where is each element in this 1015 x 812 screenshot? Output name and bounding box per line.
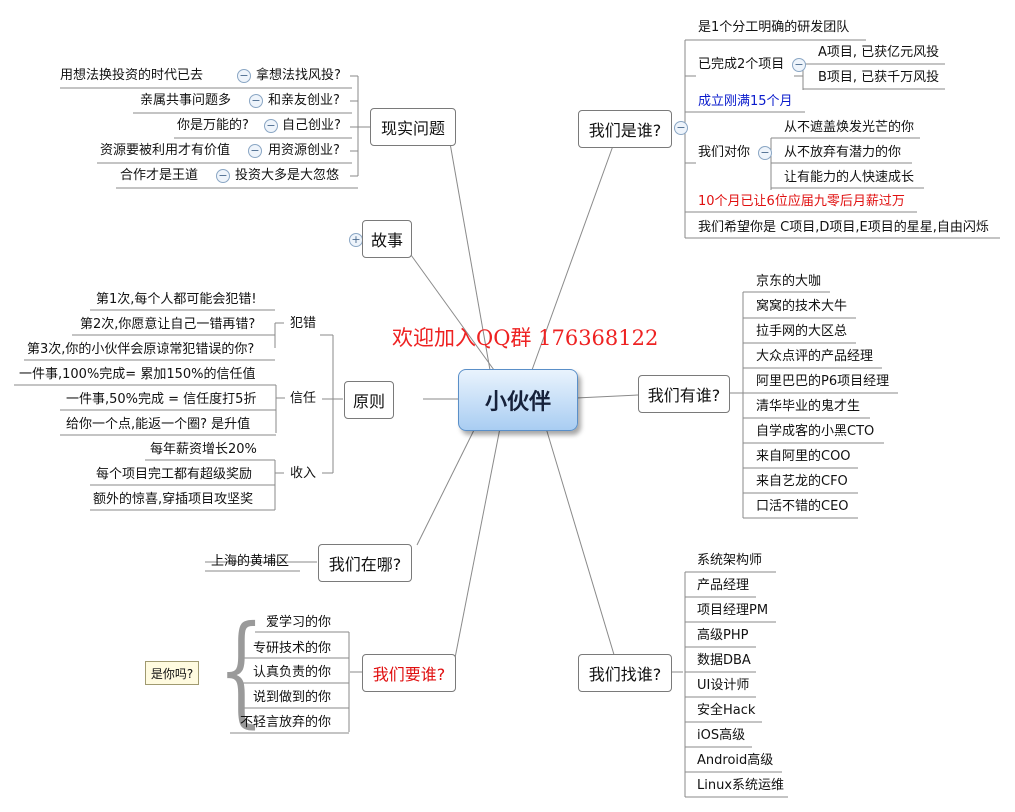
- principle-item[interactable]: 第2次,你愿意让自己一错再错?: [80, 317, 256, 332]
- location-item[interactable]: 上海的黄埔区: [211, 554, 290, 569]
- collapse-icon[interactable]: −: [237, 69, 251, 83]
- principle-item[interactable]: 每年薪资增长20%: [150, 442, 257, 457]
- want-item[interactable]: 说到做到的你: [253, 690, 332, 705]
- collapse-icon[interactable]: −: [216, 169, 230, 183]
- reality-item-3[interactable]: 自己创业?: [282, 118, 341, 133]
- member-item[interactable]: 京东的大咖: [756, 274, 822, 289]
- job-item[interactable]: 高级PHP: [697, 628, 749, 643]
- member-item[interactable]: 自学成客的小黑CTO: [756, 424, 875, 439]
- principle-item[interactable]: 第1次,每个人都可能会犯错!: [96, 292, 257, 307]
- collapse-icon[interactable]: −: [249, 94, 263, 108]
- member-item[interactable]: 来自阿里的COO: [756, 449, 851, 464]
- job-item[interactable]: 数据DBA: [697, 653, 751, 668]
- who-attitude-item[interactable]: 从不遮盖焕发光芒的你: [784, 120, 915, 135]
- topic-story[interactable]: 故事: [362, 220, 412, 258]
- topic-principles[interactable]: 原则: [344, 381, 394, 419]
- principle-item[interactable]: 每个项目完工都有超级奖励: [96, 467, 253, 482]
- collapse-icon[interactable]: −: [792, 58, 806, 72]
- who-item-project-a[interactable]: A项目, 已获亿元风投: [818, 45, 940, 60]
- collapse-icon[interactable]: −: [674, 121, 688, 135]
- reality-item-2[interactable]: 和亲友创业?: [268, 93, 340, 108]
- central-topic[interactable]: 小伙伴: [458, 369, 578, 431]
- job-item[interactable]: 产品经理: [697, 578, 750, 593]
- reality-note-3: 你是万能的?: [177, 118, 249, 133]
- topic-want[interactable]: 我们要谁?: [362, 654, 456, 692]
- member-item[interactable]: 大众点评的产品经理: [756, 349, 874, 364]
- job-item[interactable]: iOS高级: [697, 728, 746, 743]
- principle-item[interactable]: 一件事,50%完成 = 信任度打5折: [66, 392, 257, 407]
- member-item[interactable]: 口活不错的CEO: [756, 499, 849, 514]
- who-attitude-item[interactable]: 从不放弃有潜力的你: [784, 145, 902, 160]
- reality-note-5: 合作才是王道: [120, 168, 199, 183]
- reality-note-4: 资源要被利用才有价值: [100, 143, 231, 158]
- want-item[interactable]: 不轻言放弃的你: [240, 715, 332, 730]
- who-item-done[interactable]: 已完成2个项目: [698, 57, 785, 72]
- job-item[interactable]: UI设计师: [697, 678, 750, 693]
- topic-seek[interactable]: 我们找谁?: [578, 654, 672, 692]
- qq-group-watermark: 欢迎加入QQ群 176368122: [392, 326, 659, 350]
- who-item-project-b[interactable]: B项目, 已获千万风投: [818, 70, 940, 85]
- principle-item[interactable]: 第3次,你的小伙伴会原谅常犯错误的你?: [27, 342, 255, 357]
- member-item[interactable]: 拉手网的大区总: [756, 324, 848, 339]
- who-item-attitude[interactable]: 我们对你: [698, 145, 751, 160]
- reality-item-4[interactable]: 用资源创业?: [268, 143, 340, 158]
- who-item-team[interactable]: 是1个分工明确的研发团队: [698, 20, 850, 35]
- collapse-icon[interactable]: −: [758, 146, 772, 160]
- member-item[interactable]: 窝窝的技术大牛: [756, 299, 848, 314]
- topic-have[interactable]: 我们有谁?: [638, 375, 730, 413]
- reality-note-1: 用想法换投资的时代已去: [60, 68, 204, 83]
- job-item[interactable]: 系统架构师: [697, 553, 763, 568]
- topic-who[interactable]: 我们是谁?: [578, 110, 672, 148]
- principle-item[interactable]: 额外的惊喜,穿插项目攻坚奖: [93, 492, 254, 507]
- principle-group-income[interactable]: 收入: [290, 466, 317, 481]
- want-item[interactable]: 专研技术的你: [253, 641, 332, 656]
- who-item-salary[interactable]: 10个月已让6位应届九零后月薪过万: [698, 194, 905, 209]
- want-item[interactable]: 认真负责的你: [253, 665, 332, 680]
- topic-where[interactable]: 我们在哪?: [318, 544, 412, 582]
- principle-item[interactable]: 给你一个点,能返一个圈? 是升值: [66, 417, 251, 432]
- who-item-months[interactable]: 成立刚满15个月: [698, 94, 793, 109]
- job-item[interactable]: 安全Hack: [697, 703, 756, 718]
- reality-item-1[interactable]: 拿想法找风投?: [256, 68, 341, 83]
- want-item[interactable]: 爱学习的你: [266, 615, 332, 630]
- job-item[interactable]: Linux系统运维: [697, 778, 785, 793]
- member-item[interactable]: 阿里巴巴的P6项目经理: [756, 374, 890, 389]
- note-callout[interactable]: 是你吗?: [145, 661, 199, 685]
- principle-group-mistake[interactable]: 犯错: [290, 316, 317, 331]
- job-item[interactable]: Android高级: [697, 753, 774, 768]
- expand-icon[interactable]: +: [349, 233, 363, 247]
- brace-icon: {: [218, 601, 265, 740]
- topic-reality[interactable]: 现实问题: [370, 108, 456, 146]
- collapse-icon[interactable]: −: [264, 119, 278, 133]
- collapse-icon[interactable]: −: [248, 144, 262, 158]
- reality-note-2: 亲属共事问题多: [140, 93, 232, 108]
- principle-item[interactable]: 一件事,100%完成= 累加150%的信任值: [19, 367, 256, 382]
- member-item[interactable]: 清华毕业的鬼才生: [756, 399, 861, 414]
- who-item-hope[interactable]: 我们希望你是 C项目,D项目,E项目的星星,自由闪烁: [698, 220, 989, 235]
- reality-item-5[interactable]: 投资大多是大忽悠: [235, 168, 340, 183]
- job-item[interactable]: 项目经理PM: [697, 603, 769, 618]
- principle-group-trust[interactable]: 信任: [290, 391, 317, 406]
- member-item[interactable]: 来自艺龙的CFO: [756, 474, 848, 489]
- who-attitude-item[interactable]: 让有能力的人快速成长: [784, 170, 915, 185]
